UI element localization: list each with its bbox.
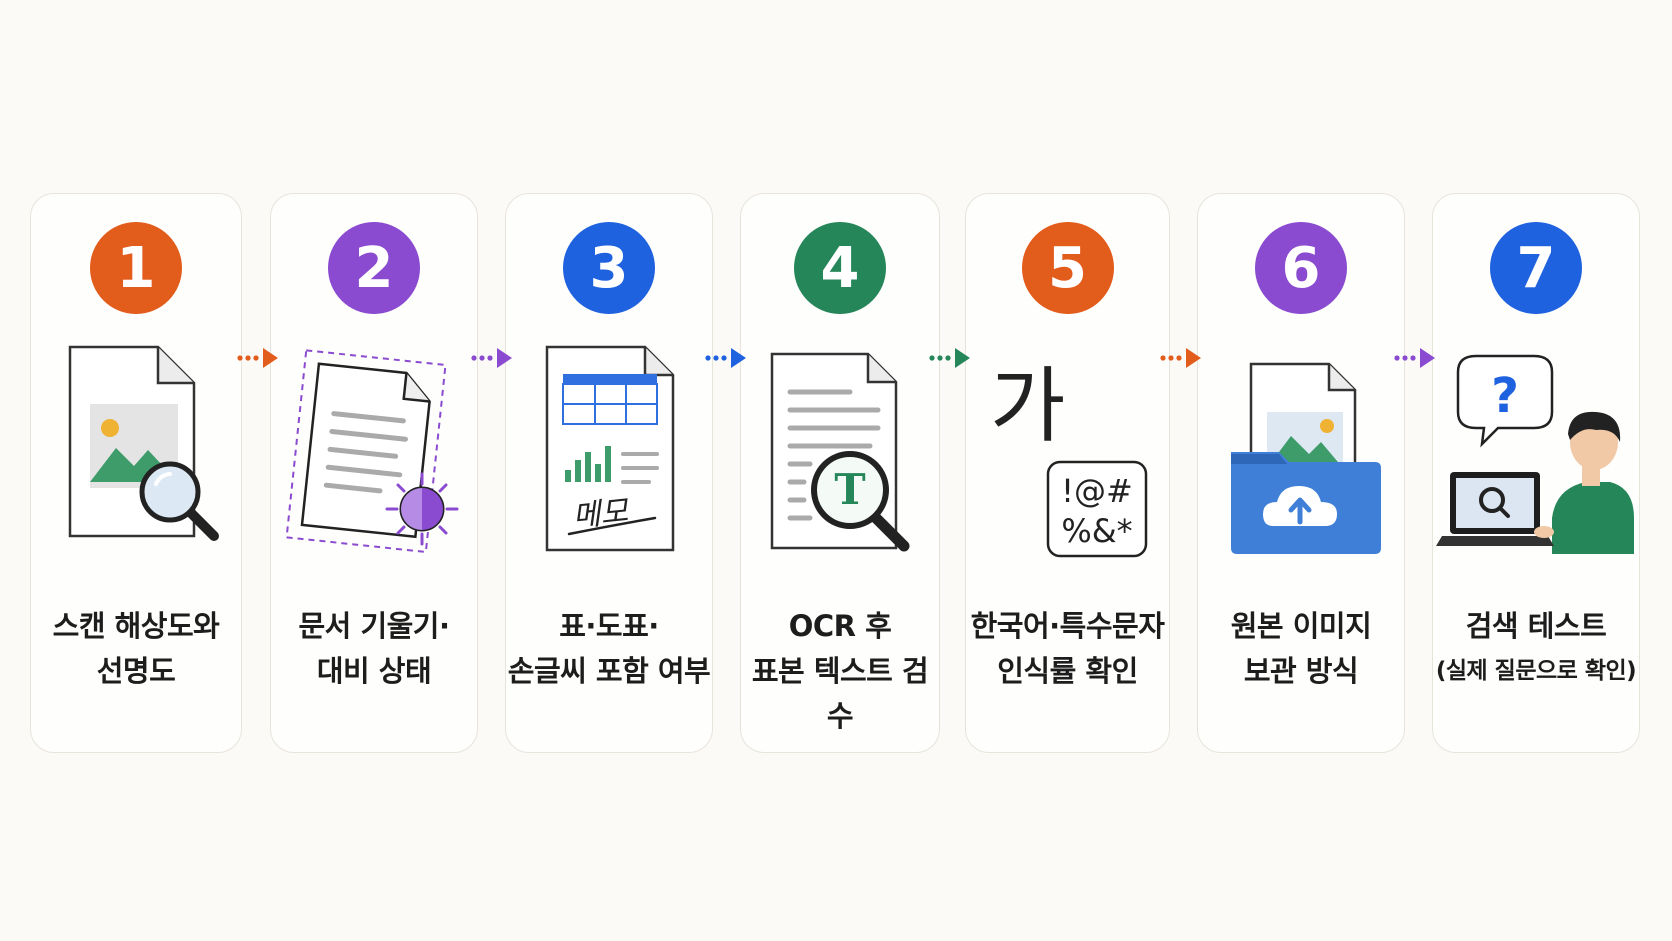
- flow-arrow-5: [1160, 348, 1201, 368]
- flow-arrow-1: [237, 348, 278, 368]
- step-label-2: 문서 기울기· 대비 상태: [298, 609, 450, 688]
- korean-special-chars-icon: 가 !@# %&*: [990, 359, 1147, 558]
- step-label-4: OCR 후 표본 텍스트 검수: [751, 609, 929, 733]
- step-card-7: 7 ? 검색 테스트 (실제 질문으로 확인): [1432, 193, 1640, 753]
- step-card-5: 5 가 !@# %&* 한국어·특수문자 인식률 확인: [965, 193, 1170, 753]
- step-number-badge-7: 7: [1490, 222, 1582, 314]
- step-number-badge-4: 4: [794, 222, 886, 314]
- step-label-1: 스캔 해상도와 선명도: [52, 609, 220, 688]
- hangul-ga-glyph: 가: [990, 359, 1065, 454]
- step-number-badge-1: 1: [90, 222, 182, 314]
- scan-image-magnifier-icon: [68, 345, 219, 541]
- flow-arrow-2: [471, 348, 512, 368]
- tilted-document-contrast-icon: [285, 349, 459, 554]
- flow-arrow-6: [1394, 348, 1435, 368]
- flow-arrow-4: [929, 348, 970, 368]
- step-card-3: 3 메모 표·도표·: [505, 193, 713, 753]
- step-number-badge-5: 5: [1021, 222, 1114, 314]
- step-card-2: 2: [270, 193, 478, 753]
- step-card-1: 1 스캔 해상도와 선명도: [30, 193, 242, 753]
- special-chars-line-1: !@#: [1061, 472, 1133, 510]
- table-chart-memo-document-icon: 메모: [545, 345, 675, 552]
- step-label-5: 한국어·특수문자 인식률 확인: [970, 609, 1165, 688]
- step-card-4: 4 T OCR 후 표본 텍스트 검수: [740, 193, 940, 753]
- special-chars-line-2: %&*: [1061, 512, 1132, 550]
- step-number-badge-6: 6: [1255, 222, 1347, 314]
- step-label-6: 원본 이미지 보관 방식: [1230, 609, 1372, 688]
- ocr-text-magnifier-icon: T: [770, 352, 910, 552]
- flow-arrow-3: [705, 348, 746, 368]
- step-label-3: 표·도표· 손글씨 포함 여부: [507, 609, 711, 688]
- folder-cloud-upload-icon: [1231, 362, 1381, 554]
- question-mark-glyph: ?: [1491, 368, 1519, 424]
- person-laptop-question-icon: ?: [1436, 354, 1634, 554]
- step-card-6: 6 원본 이미지 보관 방식: [1197, 193, 1405, 753]
- step-number-badge-3: 3: [563, 222, 655, 314]
- ocr-t-glyph: T: [834, 465, 865, 514]
- step-label-7: 검색 테스트 (실제 질문으로 확인): [1435, 609, 1637, 684]
- step-number-badge-2: 2: [328, 222, 420, 314]
